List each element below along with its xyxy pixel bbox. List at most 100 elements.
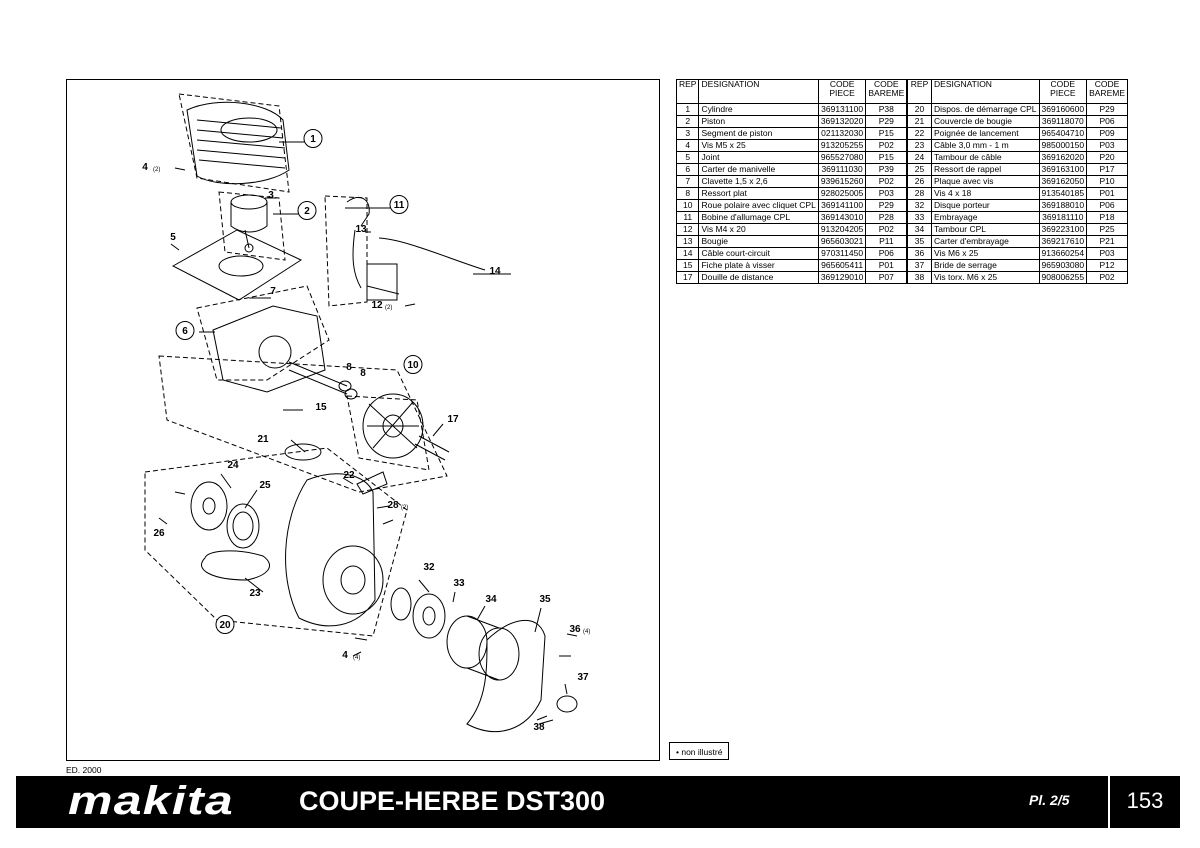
cell-rep: 25 bbox=[906, 163, 933, 176]
cell-rep: 7 bbox=[675, 175, 700, 188]
cell-designation: Bride de serrage bbox=[931, 259, 1040, 272]
callout-number: 4 bbox=[142, 162, 148, 173]
cell-code: 965603021 bbox=[817, 235, 867, 248]
callout-number: 6 bbox=[182, 326, 188, 337]
cell-bareme: P06 bbox=[1086, 115, 1128, 128]
cell-rep: 35 bbox=[906, 235, 933, 248]
callout-number: 32 bbox=[423, 562, 435, 573]
callout-number: 34 bbox=[485, 594, 497, 605]
callout-number: 36 bbox=[569, 624, 581, 635]
header-designation: DESIGNATION bbox=[698, 79, 819, 104]
cell-code: 965404710 bbox=[1038, 127, 1088, 140]
cell-designation: Couvercle de bougie bbox=[931, 115, 1040, 128]
callout-5: 5 bbox=[170, 232, 176, 243]
callout-21: 21 bbox=[257, 434, 269, 445]
callout-13: 13 bbox=[355, 224, 367, 235]
cell-rep: 34 bbox=[906, 223, 933, 236]
cell-bareme: P02 bbox=[865, 175, 908, 188]
callout-28: 28(2) bbox=[387, 500, 408, 511]
callout-number: 4 bbox=[342, 650, 348, 661]
callout-number: 13 bbox=[355, 224, 367, 235]
callout-35: 35 bbox=[539, 594, 551, 605]
callout-quantity: (4) bbox=[583, 629, 590, 635]
cell-bareme: P02 bbox=[865, 223, 908, 236]
cell-code: 369162050 bbox=[1038, 175, 1088, 188]
cylinder-drawing bbox=[186, 101, 290, 185]
cell-code: 965605411 bbox=[817, 259, 867, 272]
cell-bareme: P03 bbox=[1086, 139, 1128, 152]
plate-number: Pl. 2/5 bbox=[1029, 792, 1070, 808]
cell-designation: Segment de piston bbox=[698, 127, 819, 140]
callout-15: 15 bbox=[315, 402, 327, 413]
callout-3: 3 bbox=[268, 190, 274, 201]
cell-designation: Bobine d'allumage CPL bbox=[698, 211, 819, 224]
cell-bareme: P03 bbox=[1086, 247, 1128, 260]
cell-designation: Carter d'embrayage bbox=[931, 235, 1040, 248]
callout-number: 26 bbox=[153, 528, 165, 539]
callout-11: 11 bbox=[389, 195, 409, 214]
cell-bareme: P07 bbox=[865, 271, 908, 284]
callout-36: 36(4) bbox=[569, 624, 590, 635]
cell-bareme: P29 bbox=[865, 199, 908, 212]
header-rep: REP bbox=[906, 79, 933, 104]
cell-code: 939615260 bbox=[817, 175, 867, 188]
page-number: 153 bbox=[1126, 788, 1164, 813]
gasket-drawing bbox=[171, 229, 303, 301]
cell-rep: 10 bbox=[675, 199, 700, 212]
cell-rep: 33 bbox=[906, 211, 933, 224]
cell-code: 369111030 bbox=[817, 163, 867, 176]
cell-code: 369181110 bbox=[1038, 211, 1088, 224]
cell-code: 369141100 bbox=[817, 199, 867, 212]
cell-designation: Vis M4 x 20 bbox=[698, 223, 819, 236]
cell-rep: 23 bbox=[906, 139, 933, 152]
cell-rep: 32 bbox=[906, 199, 933, 212]
cell-rep: 21 bbox=[906, 115, 933, 128]
ignition-coil-drawing bbox=[346, 197, 486, 301]
callout-23: 23 bbox=[249, 588, 261, 599]
cell-rep: 17 bbox=[675, 271, 700, 284]
exploded-view-drawing: 1234(2)56788101112(2)1314151720212223242… bbox=[142, 93, 590, 733]
cell-designation: Embrayage bbox=[931, 211, 1040, 224]
cell-code: 970311450 bbox=[817, 247, 867, 260]
callout-number: 15 bbox=[315, 402, 327, 413]
cell-designation: Fiche plate à visser bbox=[698, 259, 819, 272]
cell-code: 369129010 bbox=[817, 271, 867, 284]
flywheel-drawing bbox=[362, 393, 424, 459]
callout-number: 23 bbox=[249, 588, 261, 599]
callout-quantity: (2) bbox=[153, 167, 160, 173]
cell-rep: 15 bbox=[675, 259, 700, 272]
callout-number: 28 bbox=[387, 500, 399, 511]
cell-bareme: P09 bbox=[1086, 127, 1128, 140]
cell-bareme: P06 bbox=[1086, 199, 1128, 212]
cell-bareme: P10 bbox=[1086, 175, 1128, 188]
cell-code: 913660254 bbox=[1038, 247, 1088, 260]
callout-8: 8 bbox=[360, 368, 366, 379]
callout-32: 32 bbox=[423, 562, 435, 573]
callout-number: 20 bbox=[219, 620, 231, 631]
callout-number: 33 bbox=[453, 578, 465, 589]
cell-designation: Tambour CPL bbox=[931, 223, 1040, 236]
cell-bareme: P03 bbox=[865, 187, 908, 200]
callout-number: 17 bbox=[447, 414, 459, 425]
cell-code: 369163100 bbox=[1038, 163, 1088, 176]
cell-bareme: P18 bbox=[1086, 211, 1128, 224]
cell-code: 908006255 bbox=[1038, 271, 1088, 284]
cell-bareme: P01 bbox=[865, 259, 908, 272]
cell-code: 369118070 bbox=[1038, 115, 1088, 128]
callout-number: 25 bbox=[259, 480, 271, 491]
callout-number: 3 bbox=[268, 190, 274, 201]
cell-code: 369131100 bbox=[817, 103, 867, 116]
cell-rep: 3 bbox=[675, 127, 700, 140]
cell-code: 021132030 bbox=[817, 127, 867, 140]
